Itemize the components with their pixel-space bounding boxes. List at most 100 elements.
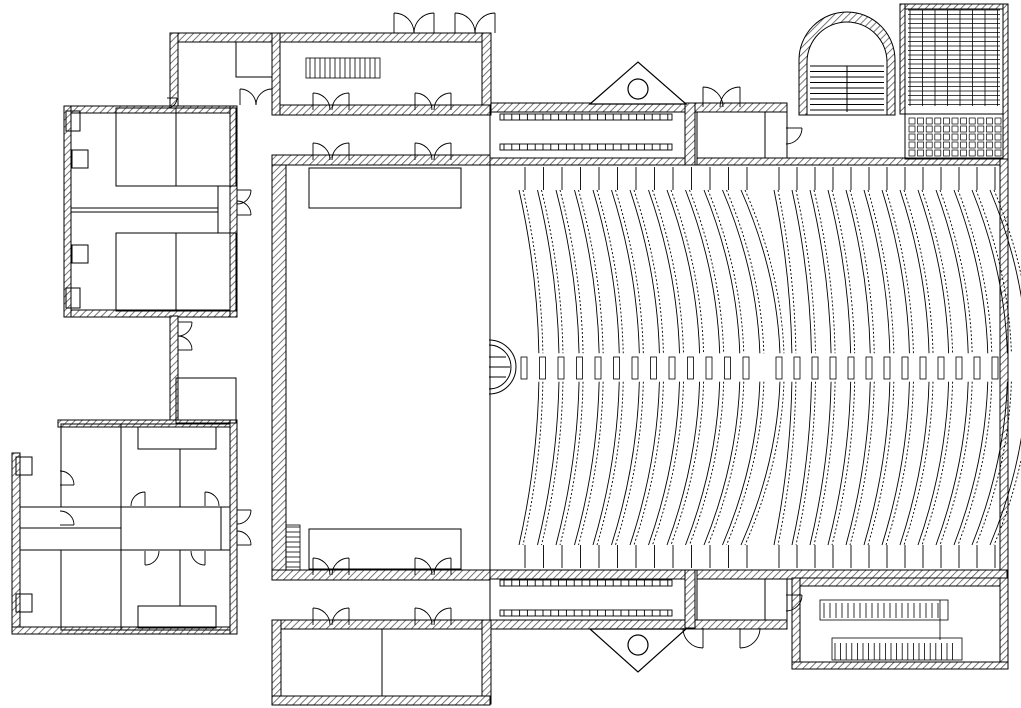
seat-row-backs xyxy=(849,381,875,546)
column xyxy=(775,356,783,380)
column xyxy=(829,356,837,380)
column xyxy=(557,356,565,380)
seat-row-backs xyxy=(596,381,624,546)
matrix-seat xyxy=(934,149,942,157)
column xyxy=(865,356,873,380)
stairs xyxy=(285,57,963,661)
door xyxy=(414,557,433,576)
matrix-seat xyxy=(968,117,976,125)
seat-row-backs xyxy=(813,189,836,354)
seat-row-backs xyxy=(885,381,914,546)
seat-row-backs xyxy=(867,189,895,354)
seat-row xyxy=(611,189,640,354)
door xyxy=(474,12,496,34)
seat-row xyxy=(629,381,660,546)
seat-row-backs xyxy=(615,381,644,546)
seat-row-backs xyxy=(867,381,895,546)
column xyxy=(668,356,676,380)
structural-columns xyxy=(520,356,999,380)
matrix-seat xyxy=(917,117,924,125)
seat-row xyxy=(899,381,930,546)
matrix-seat xyxy=(934,133,942,141)
door xyxy=(177,335,193,351)
seat-row xyxy=(917,381,950,546)
seat-row xyxy=(881,189,910,354)
matrix-seat xyxy=(960,133,967,141)
door xyxy=(236,189,252,205)
door xyxy=(719,86,741,108)
door xyxy=(785,127,803,145)
door-swings xyxy=(59,12,803,649)
door xyxy=(59,470,75,486)
seat-row xyxy=(555,381,580,546)
seat-matrix-box xyxy=(908,117,1002,157)
seat-row xyxy=(537,381,560,546)
door xyxy=(166,97,178,109)
seat-row-backs xyxy=(541,189,564,354)
seat-row-backs xyxy=(726,189,765,354)
door xyxy=(433,142,452,161)
matrix-seat xyxy=(951,117,959,125)
matrix-seat xyxy=(960,149,967,157)
seat-row xyxy=(809,189,832,354)
door xyxy=(177,321,193,337)
seat-row-backs xyxy=(670,189,705,354)
matrix-seat xyxy=(943,125,950,133)
matrix-seat xyxy=(908,125,916,133)
seat-row xyxy=(881,381,910,546)
column xyxy=(594,356,602,380)
matrix-seat xyxy=(977,149,985,157)
door xyxy=(702,86,724,108)
matrix-seat xyxy=(994,149,1002,157)
seat-row-backs xyxy=(615,189,644,354)
seat-row-backs xyxy=(559,381,584,546)
door xyxy=(393,12,415,34)
seat-row xyxy=(989,437,1021,546)
seat-row-backs xyxy=(522,381,544,546)
corridor-bench xyxy=(499,579,673,587)
column xyxy=(539,356,546,380)
door xyxy=(682,627,704,649)
seat-row xyxy=(917,189,950,354)
door xyxy=(130,491,146,507)
matrix-seat xyxy=(986,125,993,133)
seat-row xyxy=(685,381,721,546)
column xyxy=(811,356,819,380)
door xyxy=(312,92,331,111)
seat-row-backs xyxy=(903,189,934,354)
column xyxy=(687,356,694,380)
seat-row xyxy=(935,189,969,354)
seat-row-backs xyxy=(744,189,785,354)
gable-bottom xyxy=(588,628,688,673)
door xyxy=(59,510,75,526)
door xyxy=(312,607,331,626)
seat-row xyxy=(899,189,930,354)
door xyxy=(331,92,350,111)
column xyxy=(650,356,657,380)
door xyxy=(204,491,220,507)
seat-row xyxy=(518,189,540,354)
matrix-seat xyxy=(925,141,933,149)
corridor-bench xyxy=(499,143,673,151)
matrix-seat xyxy=(908,133,916,141)
matrix-seat xyxy=(908,117,916,125)
door xyxy=(144,550,160,566)
door xyxy=(190,550,206,566)
column xyxy=(631,356,639,380)
matrix-seat xyxy=(994,141,1002,149)
seat-row xyxy=(537,189,560,354)
seat-row-backs xyxy=(777,381,797,546)
seat-row xyxy=(703,189,741,354)
room-outlines xyxy=(15,41,1004,696)
seat-row-backs xyxy=(831,381,856,546)
seat-row xyxy=(989,189,1021,298)
seat-row-backs xyxy=(939,189,973,354)
column xyxy=(883,356,891,380)
matrix-seat xyxy=(986,141,993,149)
column xyxy=(955,356,963,380)
seat-row xyxy=(791,189,812,354)
door xyxy=(433,92,452,111)
matrix-seat xyxy=(934,117,942,125)
seat-row-backs xyxy=(652,189,684,354)
seat-row xyxy=(629,189,660,354)
